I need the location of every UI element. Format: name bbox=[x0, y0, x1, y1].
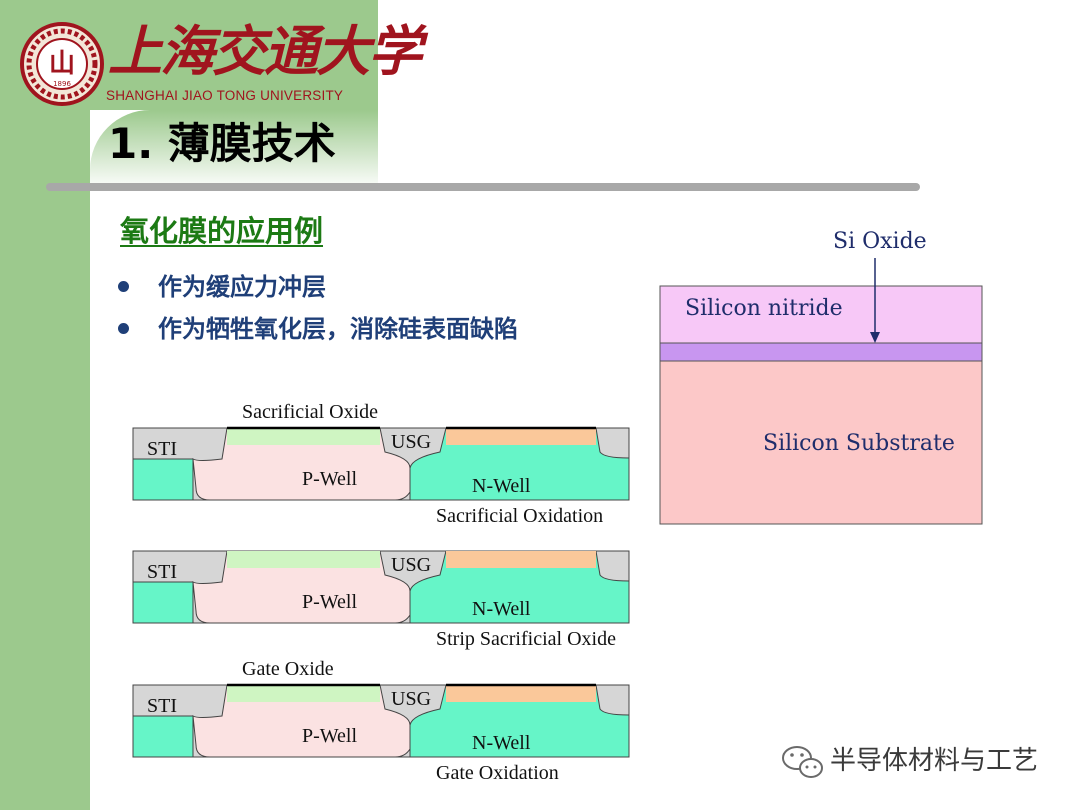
silicon-substrate-layer bbox=[659, 360, 983, 525]
bullet-dot bbox=[118, 281, 129, 292]
nwell-label: N-Well bbox=[472, 598, 531, 620]
nitride-label: Silicon nitride bbox=[685, 296, 843, 321]
nwell-region bbox=[409, 427, 630, 501]
bullet-item: 作为牺牲氧化层，消除硅表面缺陷 bbox=[118, 308, 518, 350]
slide-title: 1. 薄膜技术 bbox=[108, 119, 336, 168]
university-seal-icon: 山 1896 bbox=[20, 22, 104, 106]
bullet-dot bbox=[118, 323, 129, 334]
si-oxide-layer bbox=[659, 342, 983, 362]
bullet-list: 作为缓应力冲层 作为牺牲氧化层，消除硅表面缺陷 bbox=[118, 266, 518, 350]
sti-label: STI bbox=[147, 561, 177, 583]
stripped-oxide-area bbox=[227, 551, 380, 568]
university-name-cn: 上海交通大学 bbox=[108, 19, 422, 83]
gate-oxide-layer bbox=[227, 685, 380, 702]
oxide-pointer-arrowhead bbox=[870, 332, 880, 343]
layer-stack-diagram: Silicon nitride Silicon Substrate Si Oxi… bbox=[659, 229, 983, 525]
nwell-region bbox=[409, 550, 630, 624]
substrate-label: Silicon Substrate bbox=[763, 431, 955, 456]
nwell-oxide-layer bbox=[446, 551, 596, 568]
nwell-oxide-layer bbox=[446, 428, 596, 445]
process-diagram-sacrificial-oxidation: STI USG P-Well N-Well Sacrificial Oxide … bbox=[132, 401, 630, 527]
usg-label: USG bbox=[391, 554, 431, 576]
pwell-label: P-Well bbox=[302, 591, 357, 613]
bullet-text: 作为牺牲氧化层，消除硅表面缺陷 bbox=[158, 315, 518, 343]
sti-label: STI bbox=[147, 695, 177, 717]
sacrificial-oxide-layer bbox=[227, 428, 380, 445]
silicon-nitride-layer bbox=[659, 285, 983, 344]
process-diagram-gate-oxidation: STI USG P-Well N-Well Gate Oxide Gate Ox… bbox=[132, 658, 630, 784]
pwell-label: P-Well bbox=[302, 725, 357, 747]
top-label: Sacrificial Oxide bbox=[242, 401, 378, 423]
top-label: Gate Oxide bbox=[242, 658, 334, 680]
step-caption: Strip Sacrificial Oxide bbox=[436, 628, 616, 650]
wechat-icon bbox=[782, 746, 823, 778]
slide-subtitle: 氧化膜的应用例 bbox=[120, 214, 324, 248]
sti-label: STI bbox=[147, 438, 177, 460]
title-divider bbox=[46, 183, 920, 191]
nwell-label: N-Well bbox=[472, 475, 531, 497]
university-name-en: SHANGHAI JIAO TONG UNIVERSITY bbox=[106, 88, 344, 103]
nwell-oxide-layer bbox=[446, 685, 596, 702]
usg-label: USG bbox=[391, 688, 431, 710]
seal-year: 1896 bbox=[53, 80, 71, 88]
bullet-item: 作为缓应力冲层 bbox=[118, 266, 518, 308]
footer-account-name: 半导体材料与工艺 bbox=[830, 746, 1039, 776]
step-caption: Gate Oxidation bbox=[436, 762, 559, 784]
header-fade bbox=[90, 110, 378, 190]
process-diagram-strip-sacrificial-oxide: STI USG P-Well N-Well Strip Sacrificial … bbox=[132, 550, 630, 650]
seal-glyph: 山 bbox=[49, 49, 75, 79]
step-caption: Sacrificial Oxidation bbox=[436, 505, 603, 527]
left-sidebar-band bbox=[0, 0, 90, 810]
bullet-text: 作为缓应力冲层 bbox=[158, 273, 326, 301]
left-well bbox=[132, 581, 194, 624]
pwell-label: P-Well bbox=[302, 468, 357, 490]
usg-label: USG bbox=[391, 431, 431, 453]
nwell-label: N-Well bbox=[472, 732, 531, 754]
si-oxide-label: Si Oxide bbox=[833, 229, 927, 254]
left-well bbox=[132, 715, 194, 758]
left-well bbox=[132, 458, 194, 501]
nwell-region bbox=[409, 684, 630, 758]
